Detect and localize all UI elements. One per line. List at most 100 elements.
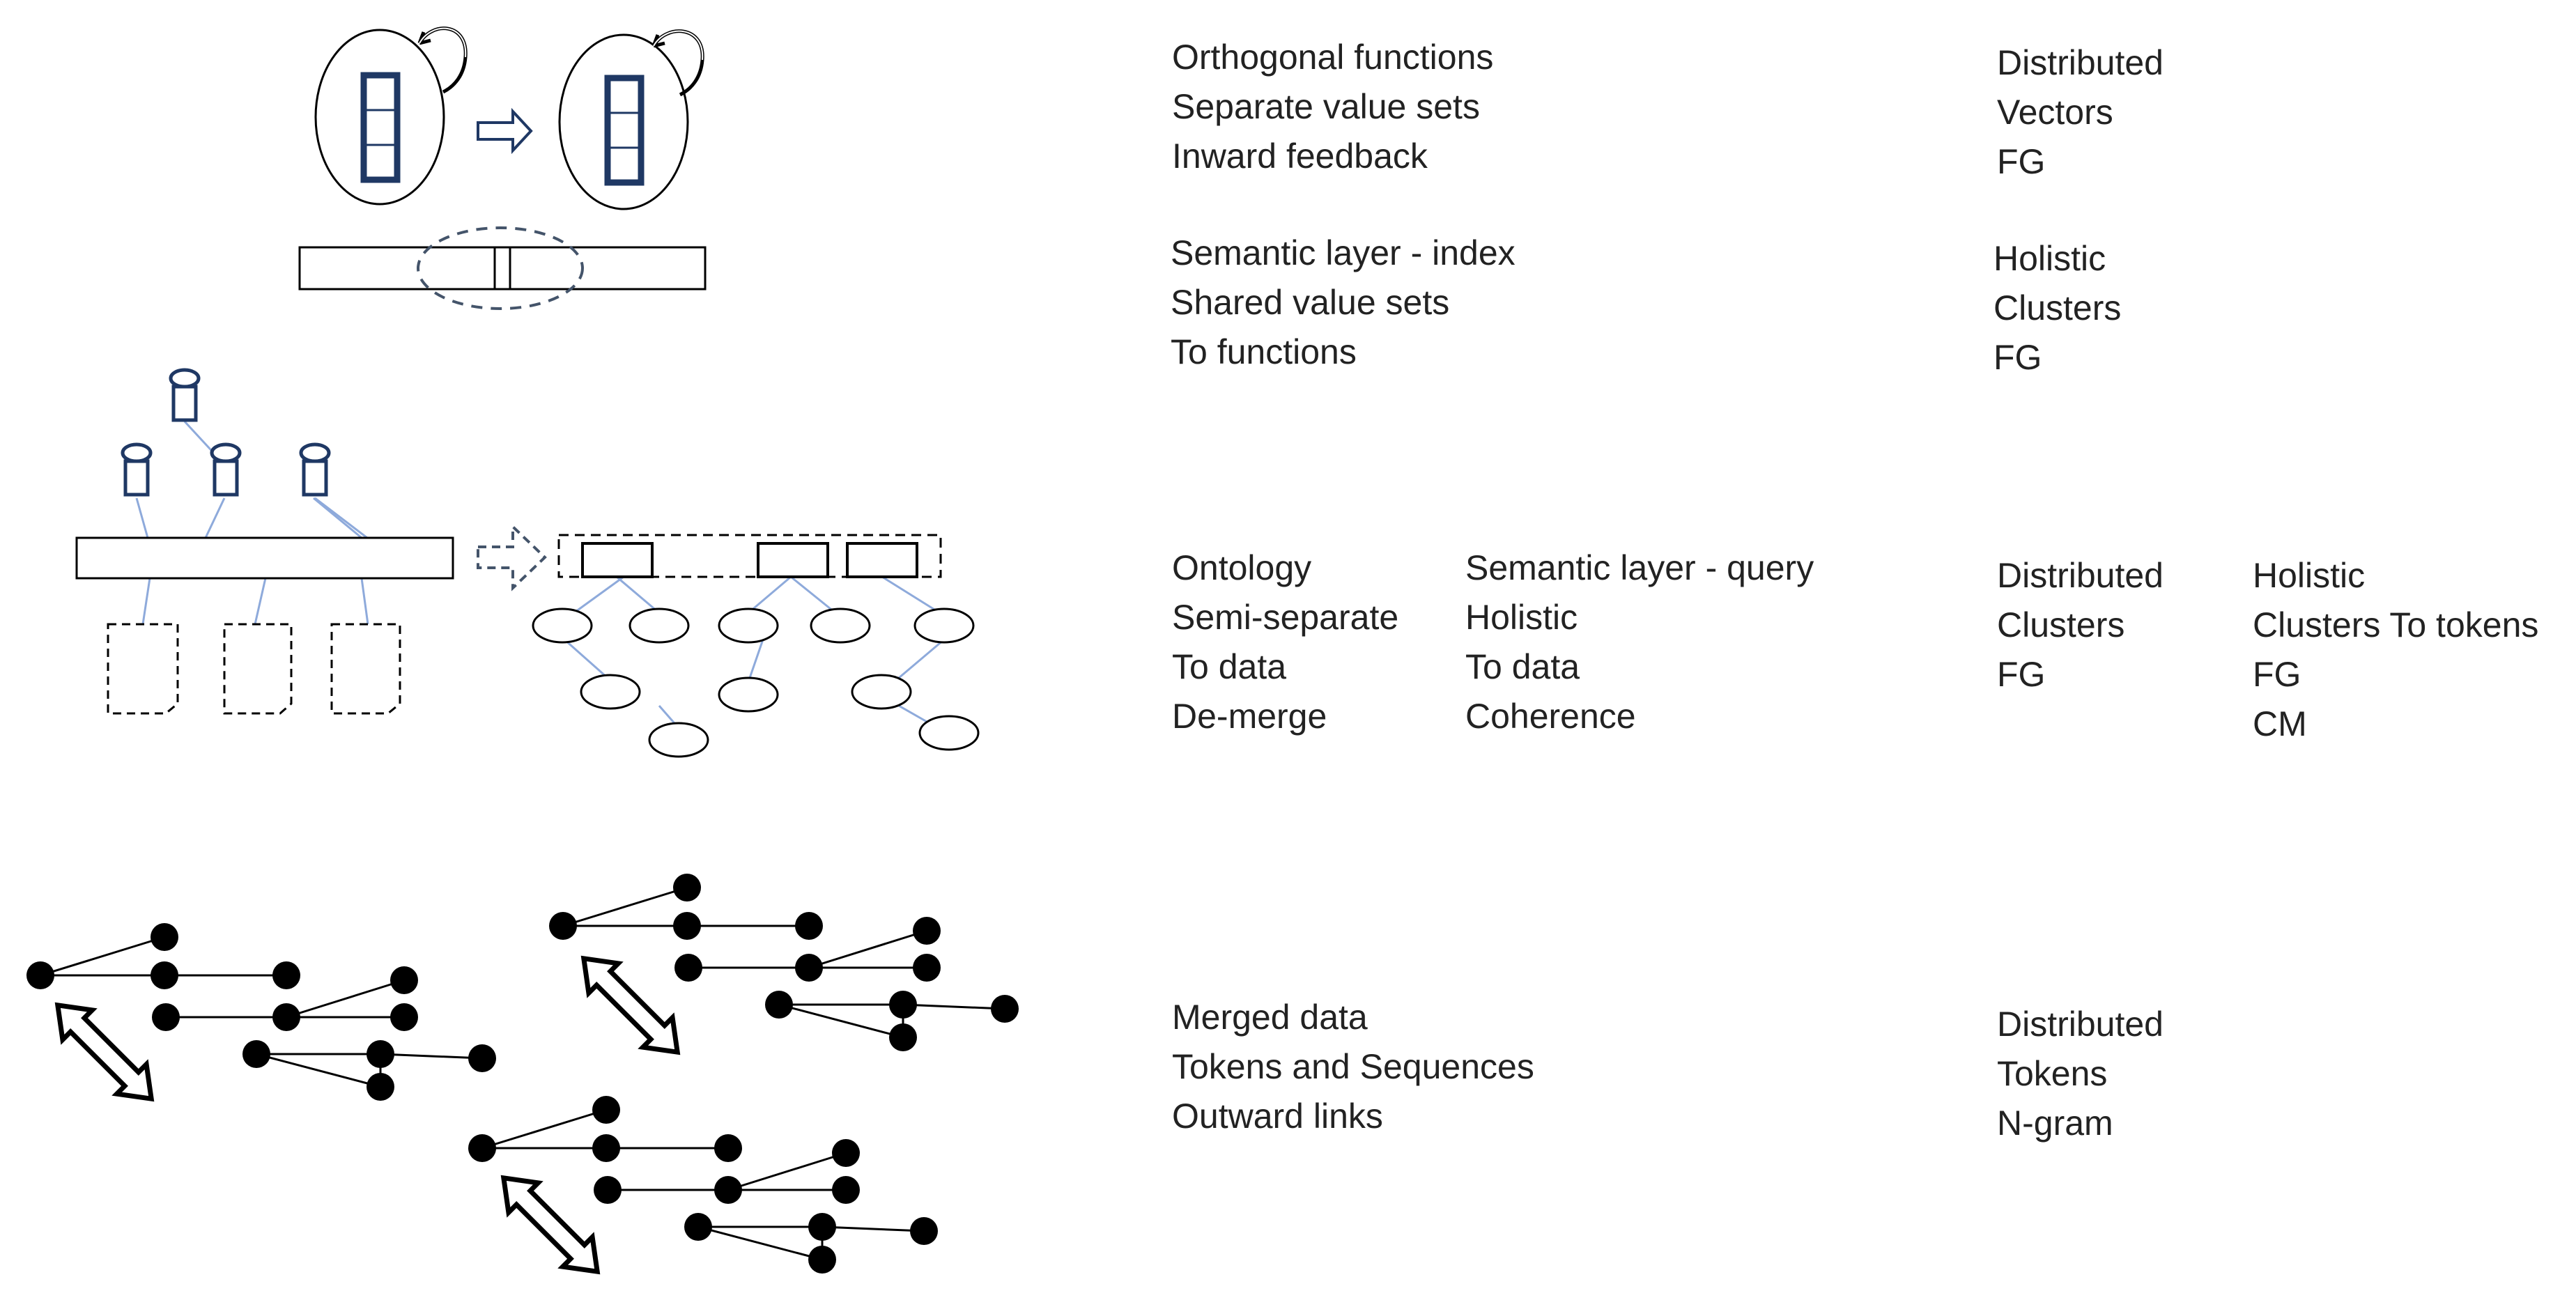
token-node xyxy=(913,917,941,945)
token-node xyxy=(910,1217,938,1245)
row4-description: Merged data Tokens and Sequences Outward… xyxy=(1172,993,1534,1141)
row3-property-line: Clusters To tokens xyxy=(2253,605,2539,644)
ontology-bar xyxy=(75,536,454,580)
cluster-node xyxy=(532,608,593,644)
row3-properties-right: Holistic Clusters To tokens FG CM xyxy=(2253,551,2538,749)
row3-property-line: Holistic xyxy=(2253,556,2366,595)
document-icon xyxy=(330,623,401,715)
token-node xyxy=(765,991,793,1019)
ontology-node xyxy=(169,368,201,422)
token-link xyxy=(286,979,405,1019)
cluster-node xyxy=(628,608,690,644)
row3-property-line: CM xyxy=(2253,704,2307,743)
token-node xyxy=(714,1176,742,1204)
token-link xyxy=(256,1053,381,1088)
row4-description-line: Tokens and Sequences xyxy=(1172,1047,1534,1086)
cluster-node xyxy=(648,722,709,758)
row1-description: Orthogonal functions Separate value sets… xyxy=(1172,33,1493,181)
row4-property-line: Tokens xyxy=(1997,1054,2108,1093)
token-sequence-group xyxy=(549,874,1019,1051)
document-icon xyxy=(107,623,179,715)
vector-node-right xyxy=(558,33,689,210)
token-link xyxy=(822,1225,925,1232)
token-node xyxy=(913,954,941,982)
row2-description-line: To functions xyxy=(1171,332,1357,371)
row2-description-line: Shared value sets xyxy=(1171,283,1450,322)
row1-description-line: Separate value sets xyxy=(1172,87,1480,126)
token-link xyxy=(481,1108,607,1150)
token-node xyxy=(549,912,577,940)
token-node xyxy=(795,954,823,982)
token-node xyxy=(832,1176,860,1204)
row2-properties: Holistic Clusters FG xyxy=(1993,234,2121,382)
row1-illustration xyxy=(298,26,707,310)
row3-property-line: Clusters xyxy=(1997,605,2125,644)
token-node xyxy=(832,1139,860,1167)
token-node xyxy=(242,1040,270,1068)
row2-property-line: Holistic xyxy=(1993,239,2106,278)
row3-description-line: To data xyxy=(1465,647,1580,686)
feedback-loop-icon xyxy=(417,26,468,94)
row3-properties-left: Distributed Clusters FG xyxy=(1997,551,2164,699)
double-arrow-icon xyxy=(54,1002,155,1102)
token-node xyxy=(390,966,418,994)
row2-description-line: Semantic layer - index xyxy=(1171,233,1515,272)
token-link xyxy=(808,929,927,969)
token-link xyxy=(902,1003,1005,1010)
token-node xyxy=(684,1213,712,1241)
transform-arrow-icon xyxy=(477,107,533,155)
double-arrow-icon xyxy=(500,1175,601,1275)
token-node xyxy=(673,912,701,940)
token-link xyxy=(727,1152,847,1191)
token-node xyxy=(808,1213,836,1241)
token-node xyxy=(151,961,178,989)
row1-description-line: Orthogonal functions xyxy=(1172,38,1494,77)
token-node xyxy=(367,1040,394,1068)
row3-description-line: De-merge xyxy=(1172,697,1327,736)
ontology-node xyxy=(210,442,242,497)
row4-illustration xyxy=(26,874,1019,1275)
token-node xyxy=(468,1134,496,1162)
ontology-node xyxy=(121,442,153,497)
row3-property-line: FG xyxy=(1997,655,2046,694)
cluster-node xyxy=(851,674,912,710)
row2-property-line: FG xyxy=(1993,338,2042,377)
token-link xyxy=(778,1003,904,1039)
token-node xyxy=(889,991,917,1019)
index-bar xyxy=(298,226,707,310)
row3-illustration xyxy=(75,368,980,758)
row3-description-left: Ontology Semi-separate To data De-merge xyxy=(1172,543,1398,741)
token-node xyxy=(152,1003,180,1031)
token-sequence-group xyxy=(26,923,496,1101)
token-node xyxy=(468,1044,496,1072)
cluster-node xyxy=(580,674,641,710)
row1-description-line: Inward feedback xyxy=(1172,137,1428,176)
token-link xyxy=(40,936,165,977)
ontology-node xyxy=(299,442,331,497)
row3-description-line: Ontology xyxy=(1172,548,1312,587)
token-link xyxy=(380,1053,483,1060)
row3-property-line: Distributed xyxy=(1997,556,2164,595)
double-arrow-icon xyxy=(580,955,681,1055)
token-node xyxy=(673,874,701,902)
row3-description-line: To data xyxy=(1172,647,1287,686)
feedback-loop-icon xyxy=(651,29,704,97)
transform-arrow-icon xyxy=(477,523,547,591)
token-link xyxy=(697,1225,823,1261)
row4-property-line: Distributed xyxy=(1997,1005,2164,1044)
cluster-node xyxy=(718,608,779,644)
cluster-node xyxy=(913,608,975,644)
cluster-node xyxy=(918,715,980,751)
row3-description-line: Semantic layer - query xyxy=(1465,548,1814,587)
row3-property-line: FG xyxy=(2253,655,2301,694)
token-link xyxy=(562,886,688,927)
cluster-node xyxy=(718,676,779,713)
token-node xyxy=(272,961,300,989)
query-bar xyxy=(557,534,942,578)
token-node xyxy=(594,1176,622,1204)
token-node xyxy=(674,954,702,982)
token-node xyxy=(592,1096,620,1124)
token-node xyxy=(795,912,823,940)
token-node xyxy=(714,1134,742,1162)
